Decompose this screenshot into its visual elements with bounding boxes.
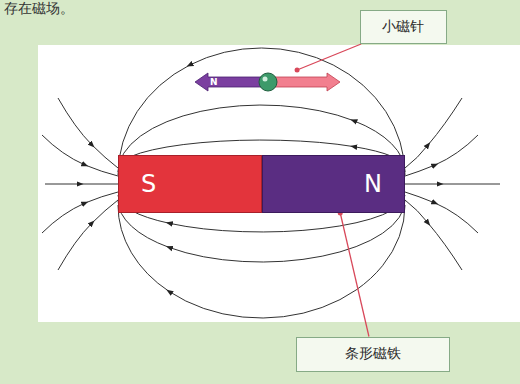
field-line <box>42 135 118 176</box>
leader-dot <box>295 68 300 73</box>
needle-pivot <box>259 73 277 91</box>
field-line <box>405 98 462 168</box>
north-pole: N <box>262 155 405 213</box>
compass-needle: N <box>195 70 340 94</box>
leader-line <box>340 213 369 337</box>
body-text: 存在磁场。 <box>4 0 74 18</box>
field-line <box>405 135 478 176</box>
field-line <box>45 184 118 185</box>
south-pole: S <box>118 155 262 213</box>
field-line <box>405 192 478 233</box>
node-text: N <box>210 78 218 87</box>
needle-north-half <box>195 73 268 91</box>
field-line <box>58 98 118 168</box>
node-text: S <box>141 171 156 197</box>
node-text: 条形磁铁 <box>345 346 401 361</box>
field-line <box>118 205 405 318</box>
pivot-highlight <box>263 77 268 82</box>
needle-south-half <box>268 73 340 91</box>
node-text: 小磁针 <box>382 19 424 34</box>
field-line <box>42 192 118 233</box>
callout-box: 条形磁铁 <box>296 337 450 372</box>
node-text: N <box>364 171 382 197</box>
field-lines <box>42 48 500 318</box>
callout-box: 小磁针 <box>360 10 447 44</box>
field-line <box>405 200 462 270</box>
field-line <box>58 200 118 270</box>
field-line <box>405 184 500 185</box>
leader-line <box>297 44 361 70</box>
white-panel <box>38 45 520 322</box>
